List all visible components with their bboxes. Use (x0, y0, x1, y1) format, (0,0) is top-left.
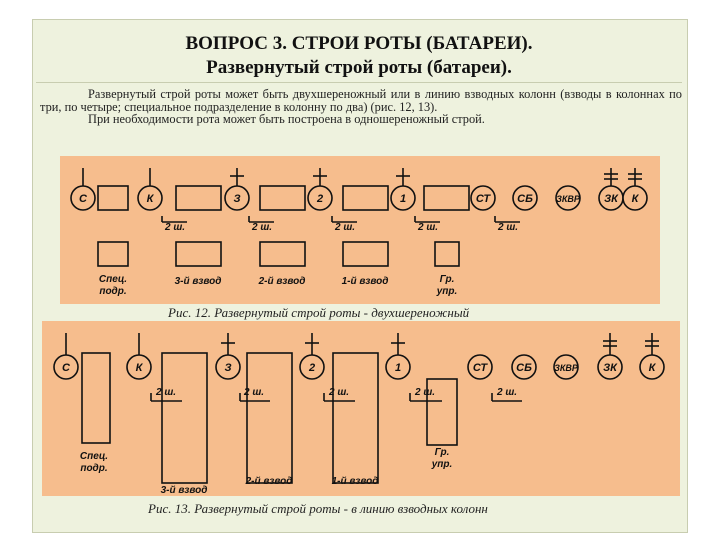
fig12-gap-label: 2 ш. (164, 222, 185, 233)
figure-13-caption: Рис. 13. Развернутый строй роты - в лини… (148, 501, 488, 516)
body-text: Развернутый строй роты может быть двухше… (40, 88, 682, 126)
figure-13-panel: С К З 2 1 СТ СБ ЗКВР ЗК К 2 ш. 2 ш. 2 ш.… (42, 321, 680, 496)
fig12-platoon-2-label: 2-й взвод (258, 276, 306, 287)
fig12-circle-label: 1 (400, 193, 406, 205)
fig12-circle-label: СБ (517, 193, 533, 205)
fig13-gr-label: упр. (431, 459, 453, 470)
fig12-spec-label: Спец. (99, 274, 127, 285)
fig13-circle-label: 2 (308, 362, 315, 374)
fig13-circle-label: 1 (395, 362, 401, 374)
fig12-gap-label: 2 ш. (417, 222, 438, 233)
fig12-platoon-3-label: 3-й взвод (175, 276, 222, 287)
paragraph-1: Развернутый строй роты может быть двухше… (40, 87, 682, 114)
fig13-platoon-2-label: 2-й взвод (245, 476, 293, 487)
slide-title: ВОПРОС 3. СТРОИ РОТЫ (БАТАРЕИ). Разверну… (36, 22, 682, 83)
fig13-gap-label: 2 ш. (155, 387, 176, 398)
fig12-circle-label: ЗК (604, 193, 619, 205)
fig12-gr-label: упр. (436, 286, 458, 297)
fig13-platoon-1-label: 1-й взвод (332, 476, 379, 487)
fig13-gap-label: 2 ш. (243, 387, 264, 398)
fig13-spec-label: Спец. (80, 451, 108, 462)
figure-12-diagram: С К З 2 1 СТ СБ ЗКВР ЗК К 2 ш. 2 ш. 2 ш.… (70, 168, 648, 297)
fig13-circle-label: ЗКВР (554, 363, 579, 373)
figure-12-caption: Рис. 12. Развернутый строй роты - двухше… (168, 305, 470, 320)
fig12-gap-label: 2 ш. (497, 222, 518, 233)
fig13-gap-label: 2 ш. (496, 387, 517, 398)
fig13-gap-label: 2 ш. (328, 387, 349, 398)
title-line-2: Развернутый строй роты (батареи). (206, 57, 512, 78)
fig12-gap-label: 2 ш. (251, 222, 272, 233)
paragraph-2: При необходимости рота может быть постро… (88, 112, 485, 127)
fig12-circle-label: С (79, 193, 88, 205)
fig13-platoon-3-label: 3-й взвод (161, 485, 208, 496)
fig12-circle-label: З (233, 193, 240, 205)
fig12-platoon-1-label: 1-й взвод (342, 276, 389, 287)
figure-12-panel: С К З 2 1 СТ СБ ЗКВР ЗК К 2 ш. 2 ш. 2 ш.… (60, 156, 660, 304)
fig12-circle-label: 2 (316, 193, 323, 205)
fig13-circle-label: ЗК (603, 362, 618, 374)
fig13-circle-label: СБ (516, 362, 532, 374)
fig12-circle-label: К (632, 193, 640, 205)
fig12-circle-label: ЗКВР (556, 194, 581, 204)
fig13-circle-label: С (62, 362, 71, 374)
fig13-gap-label: 2 ш. (414, 387, 435, 398)
fig13-circle-label: З (224, 362, 231, 374)
fig12-circle-label: СТ (476, 193, 492, 205)
fig13-circle-label: К (136, 362, 144, 374)
fig13-spec-label: подр. (80, 463, 107, 474)
title-line-1: ВОПРОС 3. СТРОИ РОТЫ (БАТАРЕИ). (185, 33, 533, 54)
fig13-circle-label: СТ (473, 362, 489, 374)
fig12-spec-label: подр. (99, 286, 126, 297)
fig13-circle-label: К (649, 362, 657, 374)
fig13-gr-label: Гр. (435, 447, 450, 458)
figure-13-diagram: С К З 2 1 СТ СБ ЗКВР ЗК К 2 ш. 2 ш. 2 ш.… (53, 333, 665, 496)
fig12-gap-label: 2 ш. (334, 222, 355, 233)
fig12-gr-label: Гр. (440, 274, 455, 285)
fig12-circle-label: К (147, 193, 155, 205)
